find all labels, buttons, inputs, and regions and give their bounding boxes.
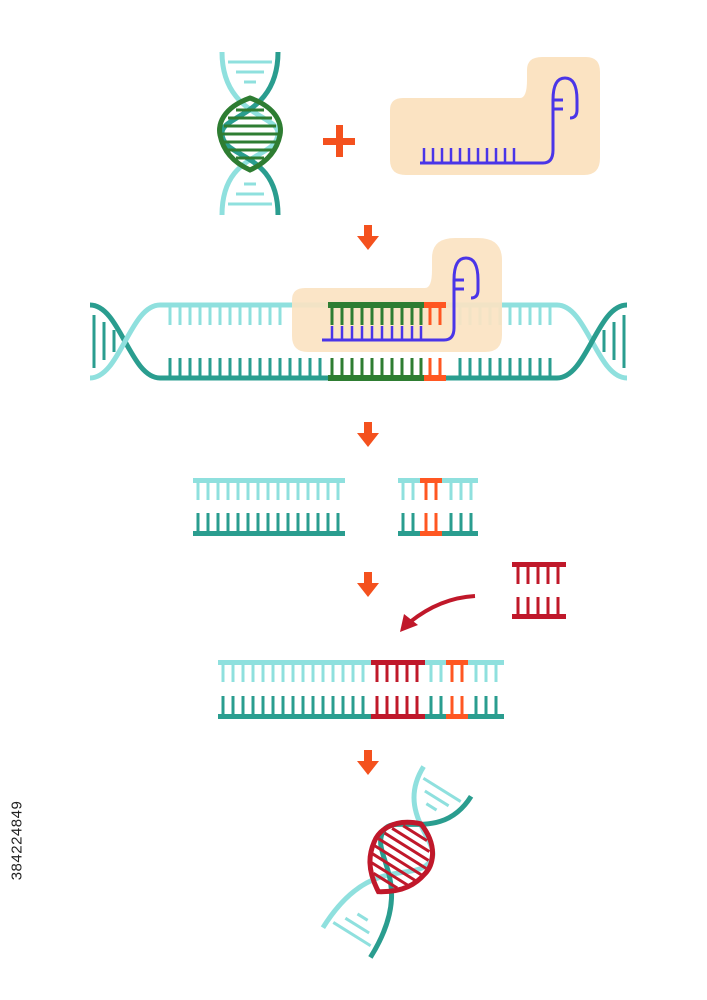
dna-helix-icon	[320, 765, 474, 959]
dna-repaired	[218, 660, 504, 719]
plus-icon	[323, 125, 355, 157]
arrow-down-icon	[357, 750, 379, 775]
arrow-down-icon	[357, 422, 379, 447]
dna-unwound-complex	[89, 238, 628, 381]
curved-arrow-icon	[400, 594, 476, 632]
arrow-down-icon	[357, 572, 379, 597]
guide-rna-icon	[390, 57, 600, 175]
arrow-down-icon	[357, 225, 379, 250]
dna-fragment-right	[398, 478, 478, 536]
stock-id-text: 384224849	[8, 800, 26, 880]
dna-helix-icon	[217, 51, 283, 216]
dna-fragment-left	[193, 478, 345, 536]
dna-fragment-icon	[512, 562, 566, 619]
stock-id: 384224849	[2, 760, 32, 920]
